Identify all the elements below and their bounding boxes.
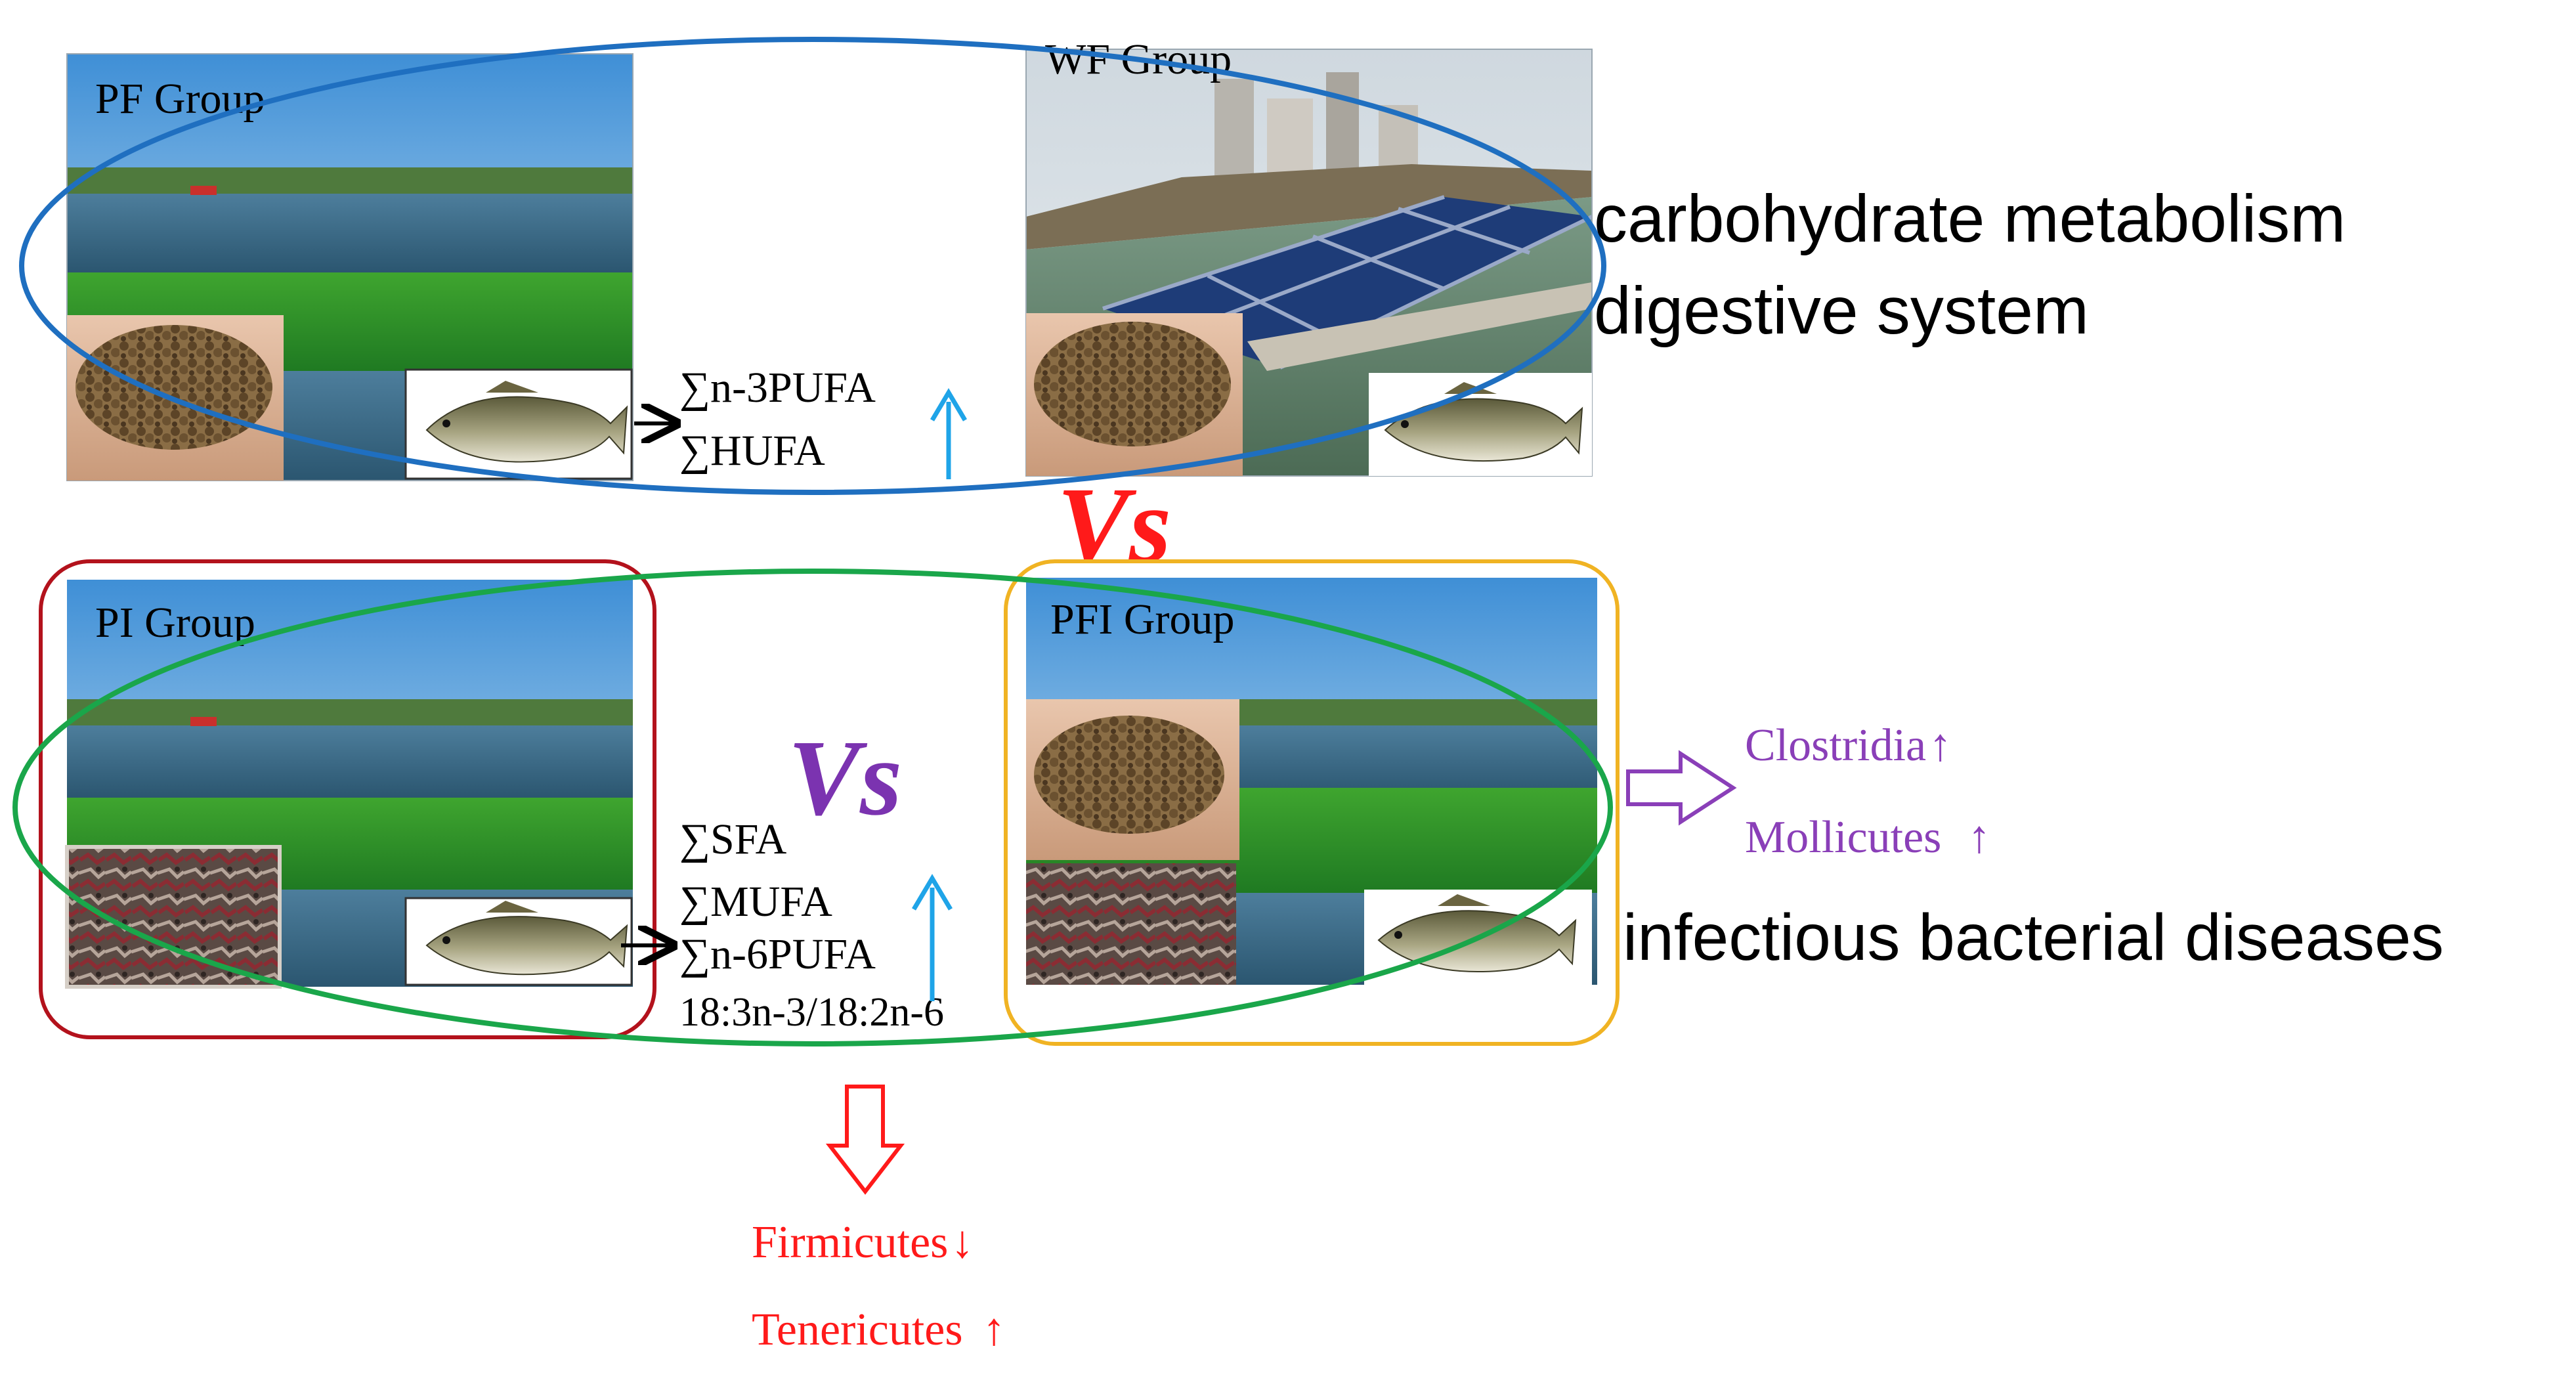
bottom-fatty-acid-n6pufa: ∑n-6PUFA (679, 930, 876, 978)
finding-digestive-system: digestive system (1594, 273, 2089, 348)
bacteria-clostridia: Clostridia↑ (1745, 720, 1952, 771)
hollow-down-arrow-icon (825, 1085, 905, 1195)
trend-up-icon: ↑ (1967, 812, 1990, 863)
bacteria-tenericutes: Tenericutes↑ (752, 1305, 1006, 1355)
pfi-group-box (1004, 559, 1620, 1046)
frozen-fish-feed-icon (1026, 863, 1236, 985)
vs-label-bottom: Vs (788, 718, 902, 838)
bottom-fatty-acid-sfa: ∑SFA (679, 815, 787, 863)
finding-carbohydrate-metabolism: carbohydrate metabolism (1594, 181, 2346, 256)
frozen-fish-feed-icon (65, 845, 282, 989)
feed-pellets-icon (1026, 313, 1243, 476)
top-fatty-acid-hufa: ∑HUFA (679, 427, 825, 475)
finding-infectious-bacterial-diseases: infectious bacterial diseases (1623, 901, 2444, 974)
bass-fish-icon (404, 368, 633, 480)
bottom-fatty-acid-ratio: 18:3n-3/18:2n-6 (679, 990, 944, 1035)
bass-fish-icon (404, 897, 633, 986)
bottom-fatty-acid-mufa: ∑MUFA (679, 878, 832, 926)
vs-label-top: Vs (1057, 465, 1171, 585)
pi-pfi-comparison-ellipse (12, 569, 1613, 1046)
top-fatty-acid-n3pufa: ∑n-3PUFA (679, 364, 876, 412)
pi-group-label: PI Group (95, 599, 255, 647)
pf-wf-comparison-ellipse (19, 37, 1606, 495)
bass-fish-icon (1369, 373, 1592, 476)
trend-up-icon: ↑ (983, 1305, 1006, 1355)
up-arrow-icon (911, 874, 953, 1001)
pf-group-label: PF Group (95, 75, 265, 123)
bacteria-mollicutes: Mollicutes↑ (1745, 812, 1990, 863)
feed-pellets-icon (1026, 699, 1239, 860)
trend-up-icon: ↑ (1929, 720, 1952, 771)
trend-down-icon: ↓ (951, 1217, 974, 1268)
bacteria-firmicutes: Firmicutes↓ (752, 1217, 974, 1268)
up-arrow-icon (930, 388, 968, 479)
pi-group-box (39, 559, 656, 1039)
hollow-right-arrow-icon (1626, 750, 1737, 826)
